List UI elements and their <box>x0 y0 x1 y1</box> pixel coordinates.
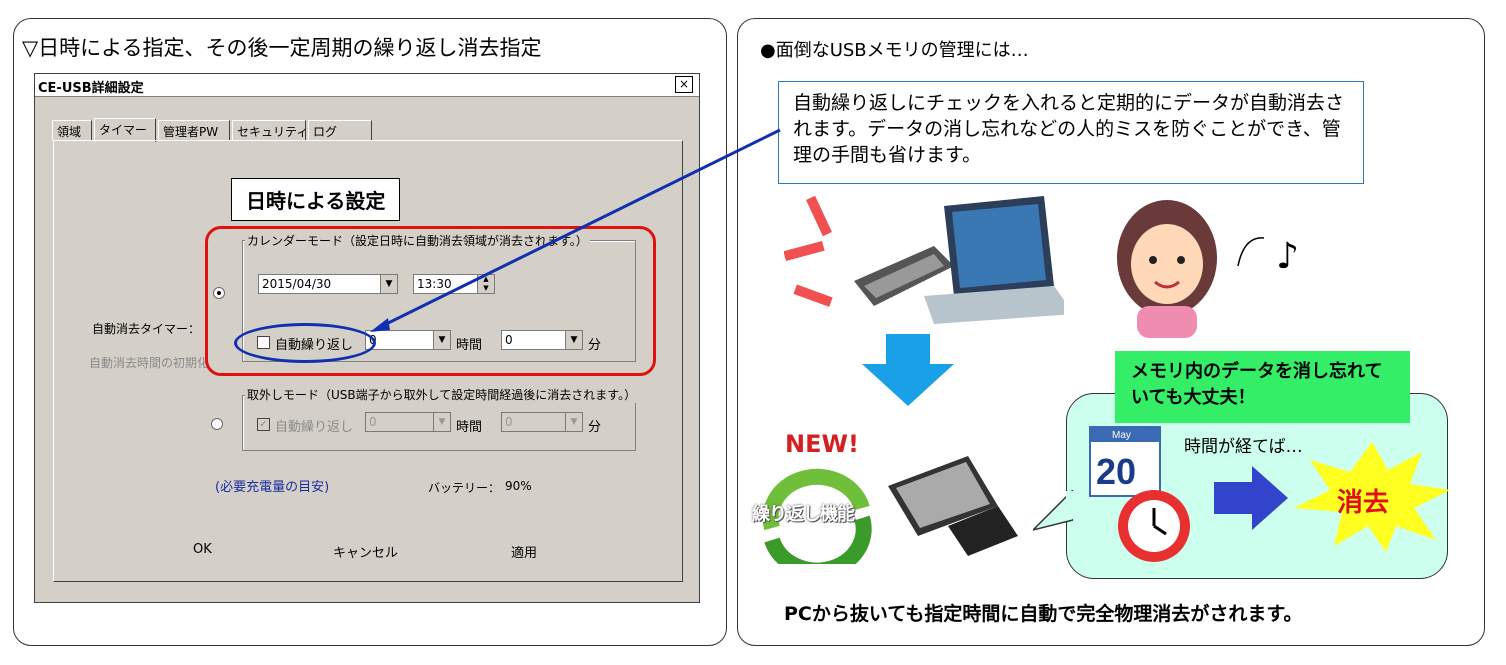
calendar-clock-icon: May 20 <box>1089 426 1190 562</box>
laptop-usb-illustration <box>784 196 1064 324</box>
dropdown-arrow-icon: ▼ <box>433 331 450 349</box>
removal-minutes-value: 0 <box>505 415 513 429</box>
time-value: 13:30 <box>417 277 452 291</box>
minutes-unit-label: 分 <box>588 338 602 353</box>
right-arrow-icon <box>1214 466 1288 530</box>
calendar-mode-radio[interactable] <box>213 287 225 299</box>
ok-button[interactable]: OK <box>193 542 212 557</box>
bottom-summary: PCから抜いても指定時間に自動で完全物理消去がされます。 <box>784 603 1303 625</box>
battery-label: バッテリー： <box>428 481 501 495</box>
calendar-day-text: 20 <box>1096 451 1136 492</box>
new-badge: NEW! <box>785 430 859 458</box>
cancel-button[interactable]: キャンセル <box>333 546 399 561</box>
calendar-mode-highlight <box>205 226 656 376</box>
date-setting-callout: 日時による設定 <box>231 178 401 221</box>
music-note-icon: ♪ <box>1276 236 1299 277</box>
spinner-arrows-icon: ▲▼ <box>477 275 494 293</box>
repeat-feature-label: 繰り返し機能 <box>752 504 855 525</box>
hours-unit-label: 時間 <box>456 338 483 353</box>
tab-security[interactable]: セキュリティ <box>232 120 308 140</box>
apply-button[interactable]: 適用 <box>511 546 538 561</box>
date-value: 2015/04/30 <box>262 277 332 291</box>
minutes-value: 0 <box>505 333 513 347</box>
tab-log[interactable]: ログ <box>308 120 372 140</box>
reassurance-banner: メモリ内のデータを消し忘れていても大丈夫！ <box>1115 351 1410 423</box>
time-passes-text: 時間が経てば… <box>1184 437 1303 457</box>
minutes-select[interactable]: 0 ▼ <box>501 330 583 350</box>
removal-auto-repeat-checkbox[interactable]: ✓ <box>257 418 270 431</box>
usb-drive-illustration <box>888 456 1018 556</box>
bubble-tail <box>1033 490 1073 531</box>
charge-estimate-link[interactable]: (必要充電量の目安) <box>215 480 330 495</box>
tab-area[interactable]: 領域 <box>52 120 92 140</box>
auto-erase-timer-label: 自動消去タイマー： <box>92 322 201 336</box>
speech-squiggle-icon <box>1237 237 1265 267</box>
dropdown-arrow-icon: ▼ <box>433 413 450 431</box>
tab-admin-pw[interactable]: 管理者PW <box>158 120 230 140</box>
burst-shape <box>1294 442 1450 552</box>
info-box: 自動繰り返しにチェックを入れると定期的にデータが自動消去されます。データの消し忘… <box>778 81 1364 184</box>
calendar-mode-label: カレンダーモード（設定日時に自動消去領域が消去されます。） <box>245 232 590 249</box>
tab-body <box>53 140 683 582</box>
tab-timer[interactable]: タイマー <box>94 118 156 142</box>
init-erase-time-label: 自動消去時間の初期化 <box>88 356 209 370</box>
removal-minutes-unit: 分 <box>588 420 602 435</box>
removal-hours-select[interactable]: 0 ▼ <box>365 412 451 432</box>
close-button[interactable]: × <box>675 76 693 93</box>
down-arrow-icon <box>862 334 954 406</box>
dropdown-arrow-icon: ▼ <box>565 413 582 431</box>
removal-hours-unit: 時間 <box>456 420 483 435</box>
repeat-cycle-icon <box>762 468 872 564</box>
dialog-title: CE-USB詳細設定 <box>38 81 144 96</box>
removal-mode-radio[interactable] <box>211 418 223 430</box>
battery-value: 90% <box>505 479 532 493</box>
woman-illustration <box>1117 200 1217 338</box>
auto-repeat-highlight <box>234 323 376 363</box>
erase-label: 消去 <box>1337 488 1390 518</box>
removal-auto-repeat-label: 自動繰り返し <box>275 420 354 435</box>
left-panel-title: ▽日時による指定、その後一定周期の繰り返し消去指定 <box>22 36 542 60</box>
dropdown-arrow-icon: ▼ <box>565 331 582 349</box>
dropdown-arrow-icon: ▼ <box>380 275 397 293</box>
right-panel-title: ●面倒なUSBメモリの管理には… <box>760 40 1029 61</box>
calendar-month-text: May <box>1112 430 1131 441</box>
removal-mode-label: 取外しモード（USB端子から取外して設定時間経過後に消去されます。） <box>245 386 639 403</box>
dialog-titlebar: CE-USB詳細設定 × <box>35 74 699 97</box>
date-picker[interactable]: 2015/04/30 ▼ <box>258 274 398 294</box>
removal-minutes-select[interactable]: 0 ▼ <box>501 412 583 432</box>
removal-hours-value: 0 <box>369 415 377 429</box>
